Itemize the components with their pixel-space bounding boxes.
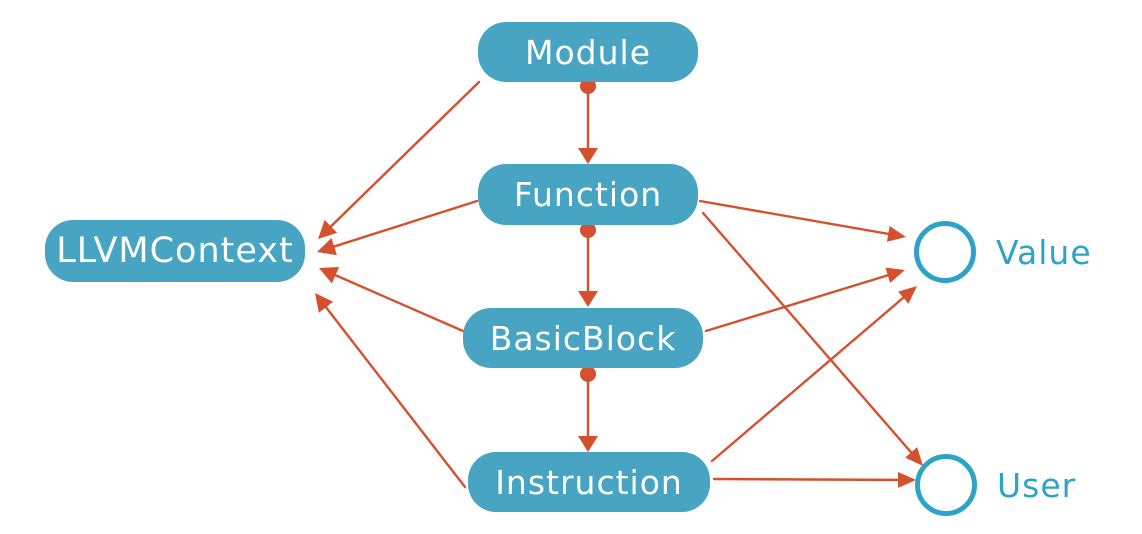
- node-llvmcontext: LLVMContext: [45, 220, 305, 282]
- arrowhead-function-to-llvmcontext: [317, 237, 337, 256]
- edge-function-to-user: [701, 211, 923, 466]
- node-user: User: [915, 454, 1076, 516]
- edge-function-to-llvmcontext: [317, 199, 479, 256]
- arrowhead-basicblock-to-value: [885, 267, 905, 283]
- edge-instruction-to-llvmcontext: [315, 293, 467, 489]
- arrowhead-instruction-to-value: [898, 286, 917, 304]
- arrowhead-instruction-to-user: [897, 471, 916, 488]
- arrowhead-module-to-llvmcontext: [318, 219, 338, 239]
- edge-instruction-to-user: [712, 471, 916, 488]
- node-basicblock: BasicBlock: [463, 308, 703, 368]
- node-llvmcontext-label: LLVMContext: [56, 231, 294, 271]
- node-function-label: Function: [513, 175, 663, 214]
- node-user-label: User: [997, 465, 1077, 505]
- node-instruction: Instruction: [468, 452, 710, 512]
- edge-function-to-value: [698, 199, 906, 242]
- arrowhead-instruction-to-llvmcontext: [315, 293, 334, 313]
- arrowhead-basicblock-to-llvmcontext: [319, 266, 340, 284]
- arrowhead-module-to-function: [578, 148, 598, 164]
- edge-basicblock-to-value: [704, 267, 905, 333]
- edge-instruction-to-value: [710, 286, 917, 463]
- arrowhead-function-to-user: [905, 447, 923, 466]
- arrowhead-basicblock-to-instruction: [578, 436, 598, 452]
- node-module-label: Module: [525, 32, 651, 72]
- node-function: Function: [478, 164, 698, 225]
- origin-dot-function-to-basicblock: [580, 222, 596, 238]
- edge-module-to-function: [578, 78, 598, 164]
- node-value-label: Value: [996, 232, 1092, 272]
- user-circle-icon: [915, 454, 977, 516]
- edge-function-to-basicblock: [578, 222, 598, 307]
- origin-dot-basicblock-to-instruction: [580, 366, 596, 382]
- value-circle-icon: [914, 221, 976, 283]
- arrowhead-function-to-value: [886, 226, 906, 242]
- node-value: Value: [914, 221, 1092, 283]
- edge-module-to-llvmcontext: [318, 80, 481, 239]
- origin-dot-module-to-function: [580, 78, 596, 94]
- arrowhead-function-to-basicblock: [578, 291, 598, 307]
- node-module: Module: [478, 22, 698, 82]
- node-instruction-label: Instruction: [495, 462, 683, 502]
- node-basicblock-label: BasicBlock: [489, 318, 677, 358]
- edge-basicblock-to-instruction: [578, 366, 598, 452]
- edge-basicblock-to-llvmcontext: [319, 266, 465, 333]
